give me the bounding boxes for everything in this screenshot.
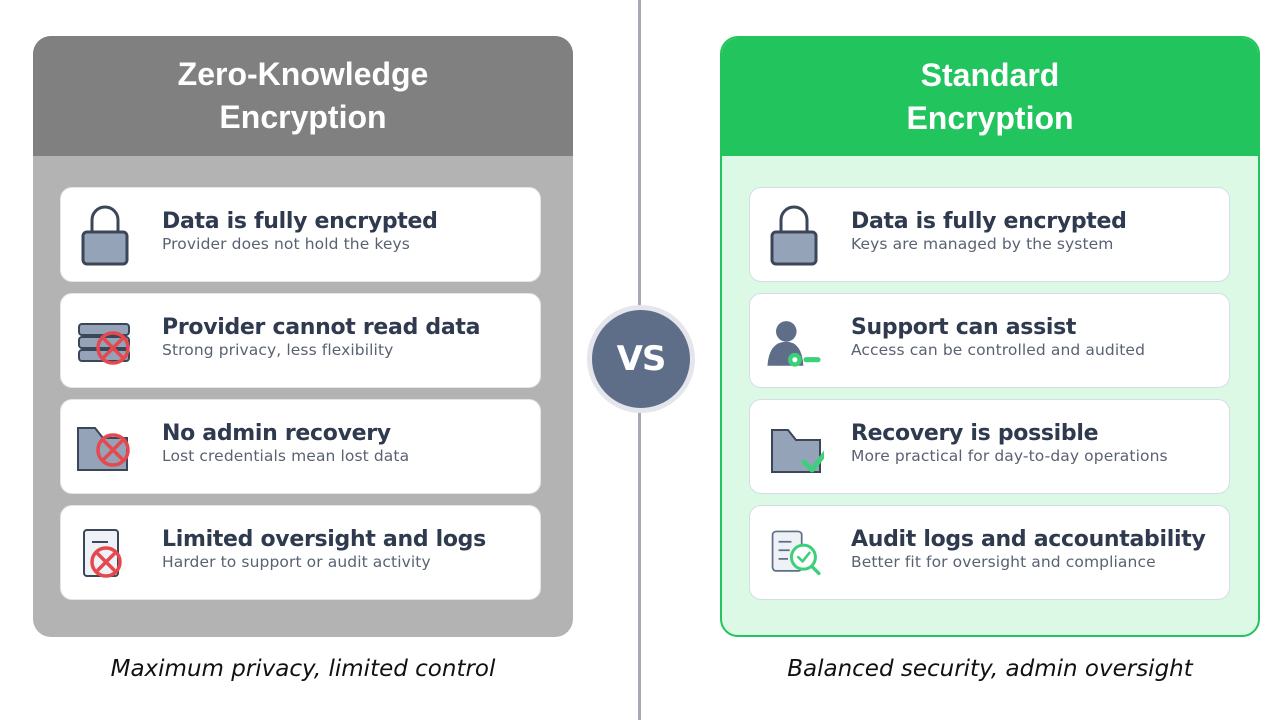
feature-card: Limited oversight and logs Harder to sup… — [60, 505, 541, 600]
feature-list: Data is fully encrypted Provider does no… — [60, 187, 541, 611]
panel-title-line1: Zero-Knowledge — [177, 56, 429, 92]
feature-card: Data is fully encrypted Keys are managed… — [749, 187, 1230, 282]
feature-title: Limited oversight and logs — [162, 527, 486, 552]
feature-subtitle: More practical for day-to-day operations — [851, 447, 1168, 465]
feature-title: Recovery is possible — [851, 421, 1099, 446]
feature-card: No admin recovery Lost credentials mean … — [60, 399, 541, 494]
panel-title-line2: Encryption — [906, 100, 1074, 136]
standard-encryption-panel: Standard Encryption Data is fully encryp… — [720, 36, 1260, 637]
folder-blocked-icon — [77, 427, 130, 471]
feature-title: No admin recovery — [162, 421, 391, 446]
feature-title: Data is fully encrypted — [851, 209, 1127, 234]
vs-badge: VS — [587, 305, 695, 413]
feature-card: Recovery is possible More practical for … — [749, 399, 1230, 494]
feature-subtitle: Keys are managed by the system — [851, 235, 1114, 253]
zero-knowledge-panel: Zero-Knowledge Encryption Data is fully … — [33, 36, 573, 637]
standard-encryption-caption: Balanced security, admin oversight — [787, 656, 1193, 682]
feature-subtitle: Strong privacy, less flexibility — [162, 341, 394, 359]
feature-card: Data is fully encrypted Provider does no… — [60, 187, 541, 282]
feature-subtitle: Harder to support or audit activity — [162, 553, 431, 571]
feature-subtitle: Better fit for oversight and compliance — [851, 553, 1156, 571]
padlock-icon — [81, 205, 129, 266]
zero-knowledge-caption: Maximum privacy, limited control — [110, 656, 496, 682]
feature-card: Support can assist Access can be control… — [749, 293, 1230, 388]
feature-title: Data is fully encrypted — [162, 209, 438, 234]
feature-title: Provider cannot read data — [162, 315, 481, 340]
zero-knowledge-header: Zero-Knowledge Encryption — [33, 36, 573, 156]
feature-title: Support can assist — [851, 315, 1077, 340]
feature-subtitle: Provider does not hold the keys — [162, 235, 410, 253]
feature-subtitle: Lost credentials mean lost data — [162, 447, 410, 465]
user-key-icon — [767, 321, 821, 367]
standard-encryption-header: Standard Encryption — [722, 38, 1258, 156]
document-search-check-icon — [771, 530, 821, 576]
folder-check-icon — [771, 429, 824, 473]
feature-title: Audit logs and accountability — [851, 527, 1206, 552]
panel-title-line2: Encryption — [219, 99, 387, 135]
feature-list: Data is fully encrypted Keys are managed… — [749, 187, 1230, 611]
padlock-icon — [770, 205, 818, 266]
database-blocked-icon — [78, 323, 130, 365]
feature-subtitle: Access can be controlled and audited — [851, 341, 1146, 359]
feature-card: Provider cannot read data Strong privacy… — [60, 293, 541, 388]
panel-title-line1: Standard — [920, 57, 1060, 93]
document-blocked-icon — [83, 529, 122, 578]
feature-card: Audit logs and accountability Better fit… — [749, 505, 1230, 600]
